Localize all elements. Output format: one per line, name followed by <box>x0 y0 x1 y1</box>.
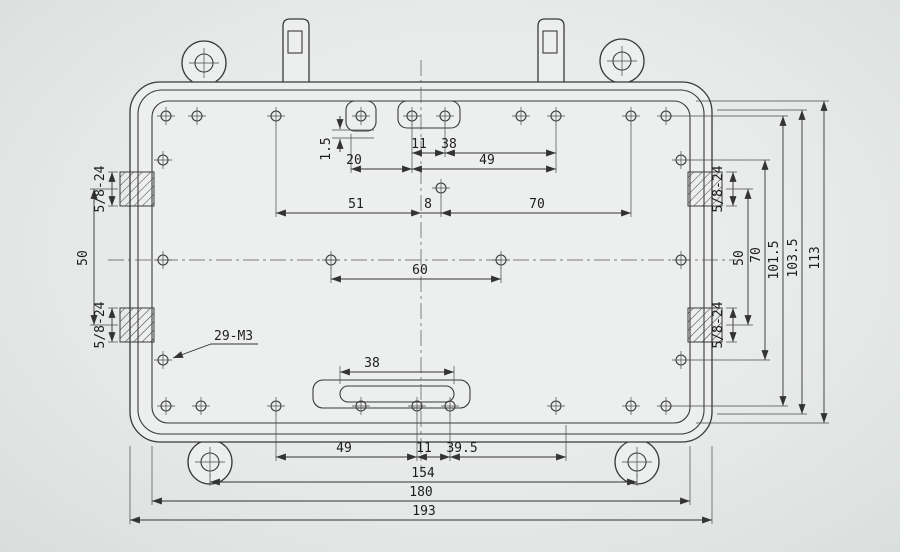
centerlines <box>108 60 736 468</box>
bottom-boss <box>312 379 471 409</box>
insert-right-top <box>687 171 723 207</box>
dim-label-right-holes: 70 <box>749 247 764 263</box>
insert-label-right-bottom: 5/8-24 <box>711 301 726 348</box>
tab-slot-left <box>287 30 303 54</box>
dim-label-right-inserts: 50 <box>732 250 747 266</box>
dim-label-row-right: 70 <box>529 197 545 212</box>
dim-label-bottom-slot: 38 <box>364 356 380 371</box>
dim-label-mid-span: 60 <box>412 263 428 278</box>
dim-overall-widths: 154 180 193 <box>129 446 713 524</box>
top-boss-wide <box>397 100 461 129</box>
dim-label-right-rows: 101.5 <box>767 240 782 279</box>
insert-label-left-top: 5/8-24 <box>93 165 108 212</box>
dim-label-top-offset: 20 <box>346 153 362 168</box>
insert-left-bottom <box>119 307 155 343</box>
dim-center-span: 60 <box>330 263 502 283</box>
dim-top-row2: 20 49 <box>346 134 556 173</box>
hook-tab-left <box>282 18 310 93</box>
dim-step-group: 1.5 <box>319 116 374 161</box>
dim-label-top-slot: 38 <box>441 137 457 152</box>
dim-label-top-span: 49 <box>479 153 495 168</box>
hook-tab-right <box>537 18 565 93</box>
insert-left-top <box>119 171 155 207</box>
dim-bottom-chain: 49 11 39.5 <box>275 414 567 461</box>
dim-left-side: 50 5/8-24 5/8-24 <box>76 165 118 348</box>
dim-right-side: 5/8-24 5/8-24 50 70 101.5 103.5 <box>674 100 829 424</box>
dim-label-bottom-right: 39.5 <box>446 441 477 456</box>
dim-label-row-left: 51 <box>348 197 364 212</box>
dim-mid-row: 51 8 70 <box>275 124 632 217</box>
insert-label-right-top: 5/8-24 <box>711 165 726 212</box>
dimensions: 1.5 11 38 20 49 51 <box>76 100 829 524</box>
dim-label-right-flange: 103.5 <box>786 238 801 277</box>
tab-slot-right <box>542 30 558 54</box>
dim-label-width-ears: 154 <box>411 466 435 481</box>
dim-top-row1: 11 38 <box>411 124 557 173</box>
dim-label-width-total: 193 <box>412 504 435 519</box>
dim-label-top-pitch: 11 <box>411 137 427 152</box>
dim-label-left-span: 50 <box>76 250 91 266</box>
dim-label-bottom-left: 49 <box>336 441 352 456</box>
top-boss-small <box>345 100 377 132</box>
dim-label-height-total: 113 <box>808 246 823 269</box>
thread-callout-label: 29-M3 <box>214 329 253 344</box>
dim-bottom-slot: 38 <box>339 356 455 384</box>
bottom-boss-slot <box>339 385 455 403</box>
dim-label-width-flange: 180 <box>409 485 432 500</box>
insert-label-left-bottom: 5/8-24 <box>93 301 108 348</box>
dim-label-row-center: 8 <box>424 197 432 212</box>
thread-callout-group: 29-M3 <box>172 329 258 359</box>
thread-inserts <box>119 171 723 343</box>
dim-label-bottom-pitch: 11 <box>416 441 432 456</box>
dim-label-step: 1.5 <box>319 137 334 160</box>
insert-right-bottom <box>687 307 723 343</box>
